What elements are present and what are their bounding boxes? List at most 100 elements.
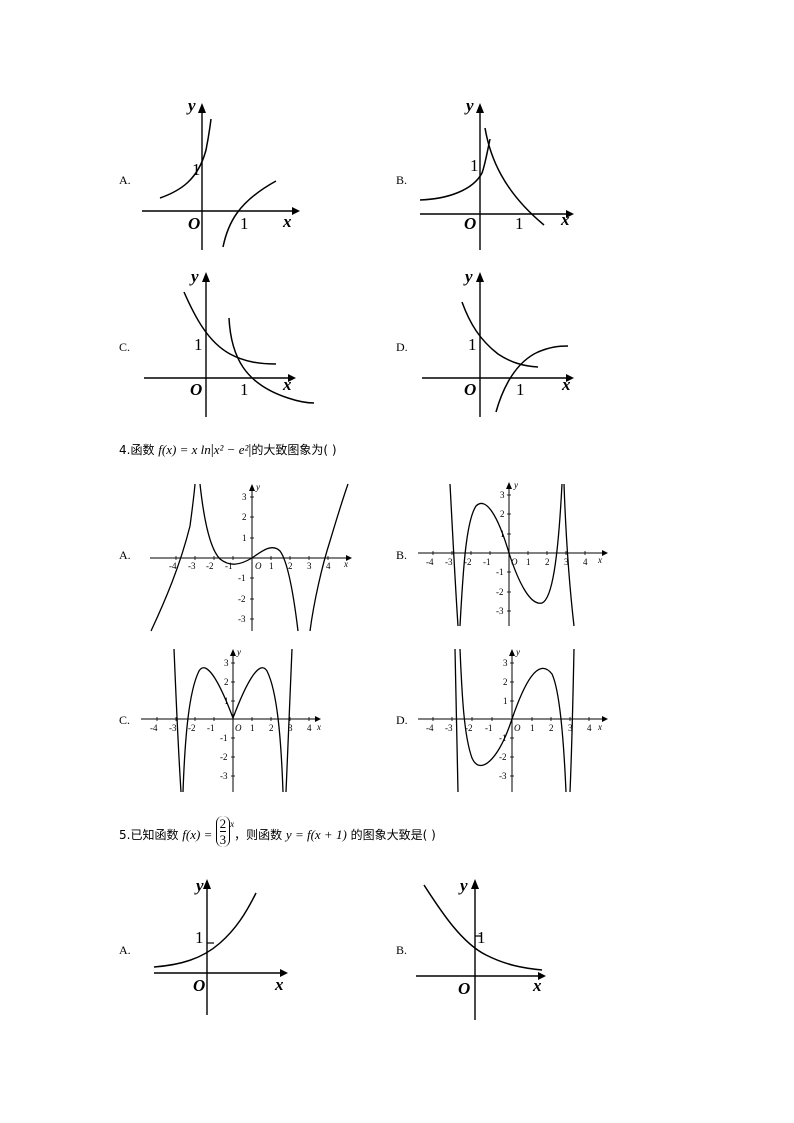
ticks	[175, 496, 329, 620]
origin-label: O	[458, 979, 470, 998]
question-number: 4.	[119, 443, 131, 457]
curve-center-branch	[459, 648, 567, 793]
curve-right-branch	[563, 483, 575, 627]
x-label: x	[597, 555, 602, 565]
x-one-label: 1	[515, 214, 524, 233]
curve-center-branch	[199, 483, 299, 632]
origin-label: O	[464, 380, 476, 399]
q5-graph-a: y x O 1	[153, 876, 288, 1015]
abs-bar-right: |	[248, 442, 252, 458]
x-tick-label: -2	[188, 723, 196, 733]
q3-option-b-label[interactable]: B.	[396, 173, 408, 187]
y-one-label: 1	[192, 160, 201, 179]
x-tick-label: -4	[150, 723, 158, 733]
x-axis-arrow	[315, 716, 321, 722]
curve-decreasing-exp	[183, 291, 277, 365]
curve-right-branch	[309, 483, 349, 632]
question-middle: ，则函数	[234, 828, 286, 842]
x-label: x	[282, 212, 292, 231]
question-suffix: 的大致图象为( )	[251, 443, 337, 457]
y-one-label: 1	[470, 156, 479, 175]
x-tick-label: 3	[307, 561, 312, 571]
y-tick-label: 1	[500, 529, 505, 539]
origin-label: O	[464, 214, 476, 233]
y-tick-label: 2	[500, 509, 505, 519]
q5-option-a-label[interactable]: A.	[119, 943, 131, 957]
y-tick-label: 1	[503, 696, 508, 706]
y-axis-arrow	[202, 272, 210, 282]
q3-graph-c: y x O 1 1	[144, 267, 315, 417]
curve-right-branch	[569, 648, 575, 793]
x-tick-label: 2	[269, 723, 274, 733]
q4-graph-b: -4 -3 -2 -1 1 2 3 4 3 2 1 -1 -2 -3 y x O	[418, 480, 608, 627]
curve-increasing-exp	[419, 138, 491, 201]
x-axis-arrow	[602, 550, 608, 556]
x-tick-label: -3	[445, 557, 453, 567]
question-prefix: 已知函数	[130, 828, 183, 842]
x-axis-arrow	[602, 716, 608, 722]
q4-option-d-label[interactable]: D.	[396, 713, 408, 727]
q3-option-c-label[interactable]: C.	[119, 340, 131, 354]
y-tick-label: 3	[224, 658, 229, 668]
y-tick-label: 3	[503, 658, 508, 668]
y-axis-arrow	[203, 879, 211, 889]
y-tick-label: 2	[242, 512, 247, 522]
x-tick-label: -3	[445, 723, 453, 733]
x-tick-label: -2	[206, 561, 214, 571]
x-tick-label: -4	[169, 561, 177, 571]
y-tick-label: -3	[499, 771, 507, 781]
y-tick-label: -2	[496, 587, 504, 597]
question-4: 4.函数 f(x) = x ln|x² − e²|的大致图象为( )	[119, 441, 337, 459]
y-axis-arrow	[471, 879, 479, 889]
origin-label: O	[255, 561, 262, 571]
x-tick-label: 4	[326, 561, 331, 571]
x-label: x	[532, 976, 542, 995]
x-tick-label: 3	[564, 557, 569, 567]
x-tick-label: -4	[426, 723, 434, 733]
q5-option-b-label[interactable]: B.	[396, 943, 408, 957]
q3-option-a-label[interactable]: A.	[119, 173, 131, 187]
y-tick-label: 1	[242, 533, 247, 543]
y-label: y	[464, 96, 474, 115]
curve-decreasing-exp	[423, 884, 543, 971]
x-tick-label: 2	[545, 557, 550, 567]
q3-graph-d: y x O 1 1	[422, 267, 574, 417]
origin-label: O	[190, 380, 202, 399]
x-axis-arrow	[538, 972, 546, 980]
y-axis-arrow	[476, 272, 484, 282]
x-tick-label: 1	[526, 557, 531, 567]
origin-label: O	[511, 557, 518, 567]
fraction-numerator: 2	[219, 816, 227, 832]
y-tick-label: -3	[496, 606, 504, 616]
x-tick-label: 4	[307, 723, 312, 733]
q3-option-d-label[interactable]: D.	[396, 340, 408, 354]
curve-left-branch	[449, 483, 459, 627]
x-tick-label: -2	[464, 557, 472, 567]
y-one-label: 1	[468, 335, 477, 354]
curve-increasing-exp	[153, 892, 257, 968]
y-axis-arrow	[509, 649, 515, 656]
q4-graph-d: -4 -3 -2 -1 1 2 3 4 3 2 1 -1 -2 -3 y x O	[418, 647, 608, 793]
q4-option-b-label[interactable]: B.	[396, 548, 408, 562]
x-one-label: 1	[240, 214, 249, 233]
ticks	[432, 494, 586, 612]
y-tick-label: -3	[238, 614, 246, 624]
q4-option-c-label[interactable]: C.	[119, 713, 131, 727]
ticks	[156, 662, 310, 777]
question-prefix: 函数	[130, 443, 159, 457]
x-tick-label: 4	[587, 723, 592, 733]
q4-graph-a: -4 -3 -2 -1 1 2 3 4 3 2 1 -1 -2 -3 y x O	[150, 482, 352, 632]
x-tick-label: 3	[288, 723, 293, 733]
curve-right-branch	[285, 648, 293, 793]
question-number: 5.	[119, 828, 131, 842]
ticks	[432, 662, 590, 777]
origin-label: O	[235, 723, 242, 733]
y-label: y	[186, 96, 196, 115]
q4-option-a-label[interactable]: A.	[119, 548, 131, 562]
x-axis-arrow	[346, 555, 352, 561]
y-tick-label: 2	[224, 677, 229, 687]
x-tick-label: 3	[568, 723, 573, 733]
y-tick-label: 3	[500, 490, 505, 500]
